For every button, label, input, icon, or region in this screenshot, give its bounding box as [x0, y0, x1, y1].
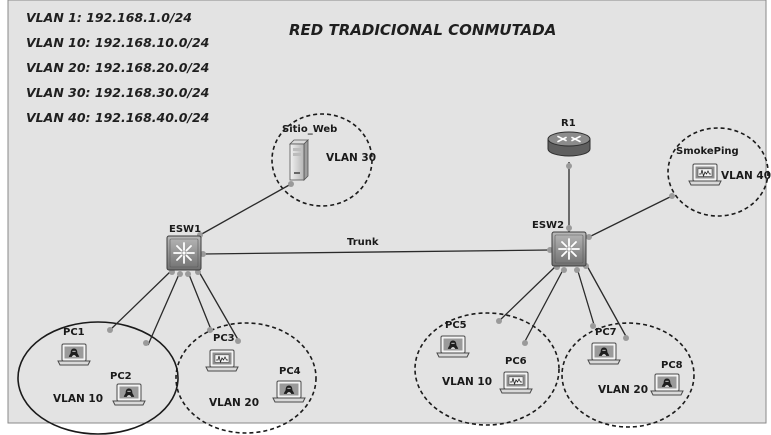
- group-pc7-pc8: [561, 322, 695, 428]
- link-esw1-pc2: [147, 271, 181, 346]
- link-esw1-sitio-web: [199, 183, 292, 236]
- vlan-label-smokeping: VLAN 40: [721, 170, 771, 182]
- link-esw1-pc3: [187, 271, 213, 333]
- link-esw2-pc8: [585, 263, 629, 341]
- pc7-laptop-icon[interactable]: [587, 342, 621, 365]
- vlan-note-20: VLAN 20: 192.168.20.0/24: [26, 60, 210, 75]
- pc1-laptop-icon[interactable]: [57, 343, 91, 366]
- pc3-label: PC3: [213, 333, 235, 344]
- esw1-label: ESW1: [169, 224, 202, 235]
- vlan-note-10: VLAN 10: 192.168.10.0/24: [26, 35, 210, 50]
- r1-label: R1: [561, 118, 576, 129]
- r1-router-icon[interactable]: [547, 131, 591, 157]
- link-esw1-pc1: [107, 269, 173, 333]
- vlan-label-pc1-pc2: VLAN 10: [53, 393, 103, 405]
- vlan-label-pc7-pc8: VLAN 20: [598, 384, 648, 396]
- smokeping-laptop-icon[interactable]: [688, 163, 722, 186]
- pc4-label: PC4: [279, 366, 301, 377]
- pc3-laptop-icon[interactable]: [205, 349, 239, 372]
- diagram-title: RED TRADICIONAL CONMUTADA: [289, 21, 557, 39]
- link-esw2-pc7: [576, 267, 596, 329]
- pc8-label: PC8: [661, 360, 683, 371]
- pc5-label: PC5: [445, 320, 467, 331]
- vlan-label-pc5-pc6: VLAN 10: [442, 376, 492, 388]
- esw2-switch-icon[interactable]: [551, 231, 587, 267]
- link-esw2-pc5: [496, 264, 558, 324]
- pc5-laptop-icon[interactable]: [436, 335, 470, 358]
- pc1-label: PC1: [63, 327, 85, 338]
- group-sitio-web: [271, 113, 373, 207]
- vlan-note-30: VLAN 30: 192.168.30.0/24: [26, 85, 210, 100]
- vlan-note-40: VLAN 40: 192.168.40.0/24: [26, 110, 210, 125]
- group-pc3-pc4: [175, 322, 317, 434]
- group-pc5-pc6: [414, 312, 560, 426]
- pc4-laptop-icon[interactable]: [272, 380, 306, 403]
- vlan-label-sitio-web: VLAN 30: [326, 152, 376, 164]
- sitio-web-label: Sitio_Web: [282, 124, 338, 135]
- group-pc1-pc2: [17, 321, 179, 435]
- group-smokeping: [667, 127, 769, 217]
- pc6-label: PC6: [505, 356, 527, 367]
- link-esw2-pc6: [522, 267, 565, 346]
- vlan-note-1: VLAN 1: 192.168.1.0/24: [26, 10, 192, 25]
- pc8-laptop-icon[interactable]: [650, 373, 684, 396]
- pc2-label: PC2: [110, 371, 132, 382]
- esw1-switch-icon[interactable]: [166, 235, 202, 271]
- link-esw1-pc4: [197, 269, 241, 344]
- esw2-label: ESW2: [532, 220, 565, 231]
- link-esw2-smokeping: [588, 195, 673, 238]
- pc2-laptop-icon[interactable]: [112, 383, 146, 406]
- sitio-web-server-icon[interactable]: [289, 139, 309, 181]
- vlan-label-pc3-pc4: VLAN 20: [209, 397, 259, 409]
- pc7-label: PC7: [595, 327, 617, 338]
- trunk-label: Trunk: [347, 237, 379, 248]
- link-trunk: [202, 249, 551, 255]
- smokeping-label: SmokePing: [676, 146, 739, 157]
- pc6-laptop-icon[interactable]: [499, 371, 533, 394]
